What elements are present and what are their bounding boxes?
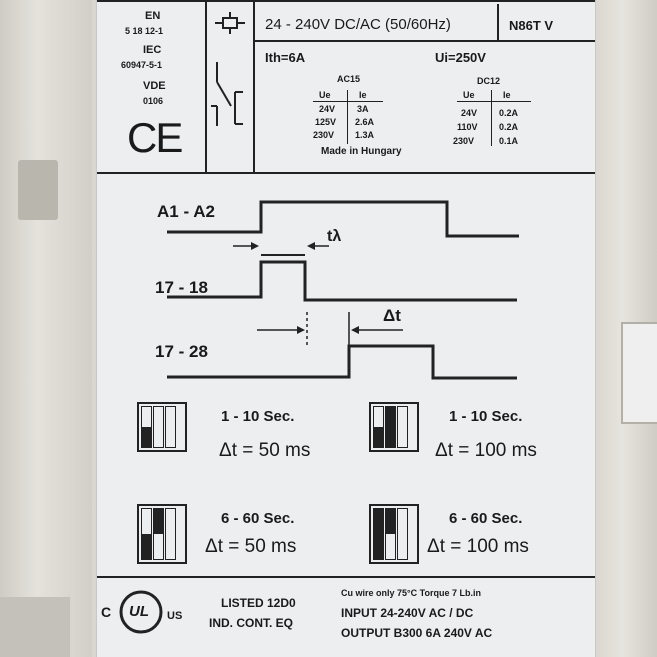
standard-iec-name: IEC xyxy=(143,44,162,56)
timing-label-1728: 17 - 28 xyxy=(155,342,208,361)
ac-table-rule xyxy=(347,90,348,144)
ith-rating: Ith=6A xyxy=(265,50,306,65)
housing-notch xyxy=(18,160,58,220)
setting-range-4: 6 - 60 Sec. xyxy=(449,510,523,527)
footer-rule xyxy=(97,576,595,578)
standard-iec-number: 60947-5-1 xyxy=(121,60,163,70)
timing-label-1718: 17 - 18 xyxy=(155,278,208,297)
dc-col-ue: Ue xyxy=(463,90,475,100)
ul-mark-text: UL xyxy=(129,603,149,620)
header-grid xyxy=(97,172,595,174)
dip-switch-setting-2 xyxy=(369,402,419,452)
dc-row-ue: 110V xyxy=(457,122,478,132)
ind-cont-text: IND. CONT. EQ xyxy=(209,616,294,630)
ac-row-ue: 230V xyxy=(313,130,335,140)
output-spec-text: OUTPUT B300 6A 240V AC xyxy=(341,626,493,640)
dc-col-ie: Ie xyxy=(503,90,511,100)
relay-housing-left xyxy=(0,0,92,657)
coil-symbol-icon xyxy=(215,12,245,34)
ac-row-ie: 3A xyxy=(357,104,369,114)
input-spec-text: INPUT 24-240V AC / DC xyxy=(341,606,474,620)
setting-delta-4: Δt = 100 ms xyxy=(427,536,529,557)
dc-row-ie: 0.1A xyxy=(499,136,519,146)
header-grid xyxy=(253,40,595,42)
timing-diagram xyxy=(167,200,519,380)
dc-table-rule xyxy=(491,90,492,146)
relay-housing-right xyxy=(587,0,657,657)
dc-table-rule xyxy=(457,101,531,102)
ac-row-ie: 2.6A xyxy=(355,117,375,127)
t-lambda-label: tλ xyxy=(327,228,342,245)
setting-range-3: 6 - 60 Sec. xyxy=(221,510,295,527)
housing-window xyxy=(621,322,657,424)
dip-switch-setting-1 xyxy=(137,402,187,452)
ac-title: AC15 xyxy=(337,74,361,84)
dc-row-ue: 24V xyxy=(461,108,478,118)
voltage-rating: 24 - 240V DC/AC (50/60Hz) xyxy=(265,16,451,33)
header-grid xyxy=(497,4,499,40)
ui-rating: Ui=250V xyxy=(435,50,486,65)
standard-vde-number: 0106 xyxy=(143,96,164,106)
standard-en-number: 5 18 12-1 xyxy=(125,26,164,36)
ce-mark: CE xyxy=(127,114,183,161)
setting-delta-2: Δt = 100 ms xyxy=(435,440,537,461)
ac-table-rule xyxy=(313,101,383,102)
dip-switch-setting-3 xyxy=(137,504,187,564)
listed-text: LISTED 12D0 xyxy=(221,596,296,610)
ul-listed-mark-icon xyxy=(119,590,163,634)
dc-row-ie: 0.2A xyxy=(499,122,519,132)
dc-row-ue: 230V xyxy=(453,136,475,146)
ac-row-ie: 1.3A xyxy=(355,130,375,140)
setting-delta-3: Δt = 50 ms xyxy=(205,536,297,557)
ul-us-text: US xyxy=(167,610,183,622)
header-grid xyxy=(97,0,595,2)
dc-title: DC12 xyxy=(477,76,501,86)
ac-row-ue: 24V xyxy=(319,104,336,114)
ac-row-ue: 125V xyxy=(315,117,337,127)
contact-symbol-icon xyxy=(211,62,243,126)
header-grid xyxy=(253,0,255,172)
housing-foot xyxy=(0,597,70,657)
made-in-text: Made in Hungary xyxy=(321,146,402,157)
ul-c-text: C xyxy=(101,604,112,620)
ac-col-ue: Ue xyxy=(319,90,331,100)
relay-label: EN 5 18 12-1 IEC 60947-5-1 VDE 0106 CE 2… xyxy=(96,0,596,657)
setting-range-1: 1 - 10 Sec. xyxy=(221,408,295,425)
wire-spec-text: Cu wire only 75°C Torque 7 Lb.in xyxy=(341,588,481,598)
header-grid xyxy=(205,0,207,172)
dc-row-ie: 0.2A xyxy=(499,108,519,118)
model-number: N86T V xyxy=(509,18,554,33)
ac-col-ie: Ie xyxy=(359,90,367,100)
standard-vde-name: VDE xyxy=(143,80,166,92)
delta-t-label: Δt xyxy=(383,306,401,325)
dip-switch-setting-4 xyxy=(369,504,419,564)
timing-label-a1a2: A1 - A2 xyxy=(157,202,215,221)
standard-en-name: EN xyxy=(145,10,161,22)
setting-range-2: 1 - 10 Sec. xyxy=(449,408,523,425)
setting-delta-1: Δt = 50 ms xyxy=(219,440,311,461)
